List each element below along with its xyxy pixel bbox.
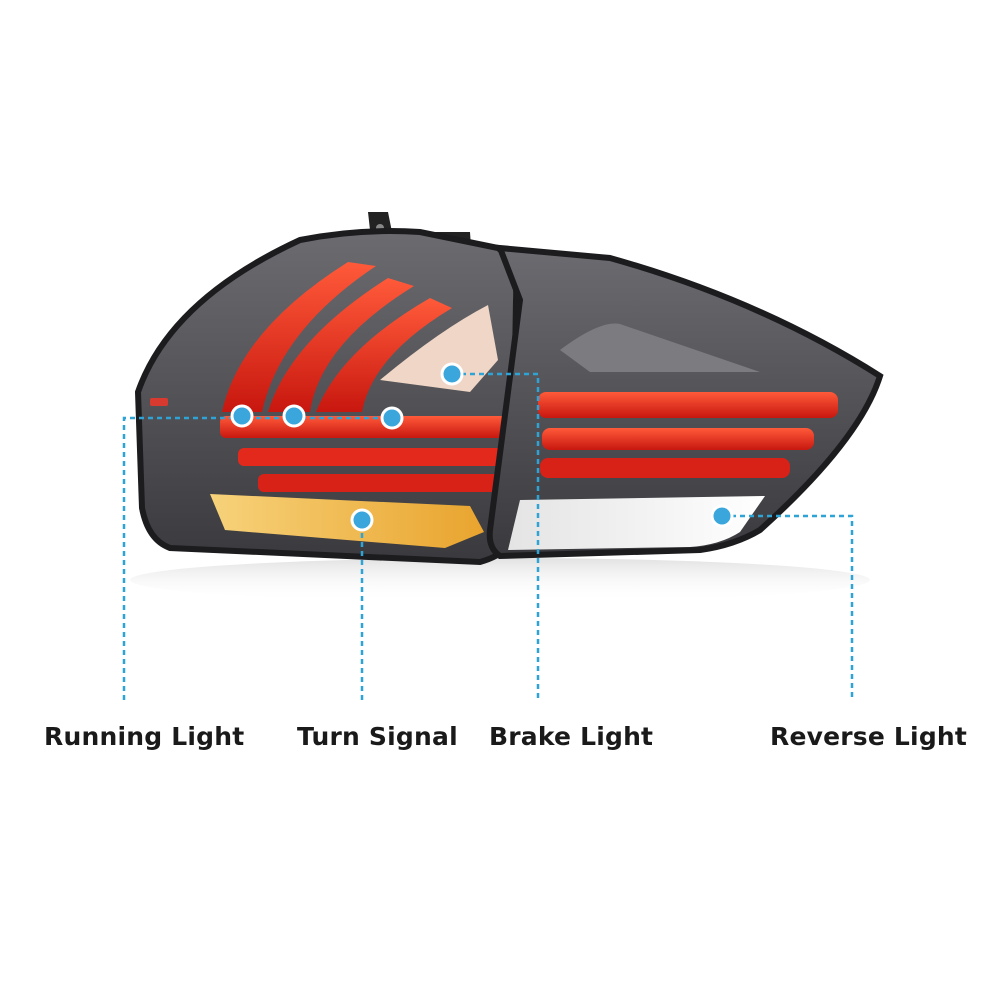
reverse-light-dot xyxy=(710,504,734,528)
turn-signal-dot xyxy=(350,508,374,532)
right-tail-light xyxy=(486,244,884,560)
running-light-dot xyxy=(230,404,254,428)
brake-light-label: Brake Light xyxy=(489,722,654,751)
left-tail-light xyxy=(134,228,520,566)
brake-light-dot xyxy=(440,362,464,386)
running-light-dot xyxy=(380,406,404,430)
callout-dots xyxy=(230,362,734,532)
floor-reflection xyxy=(130,558,870,602)
turn-signal-label: Turn Signal xyxy=(297,722,458,751)
running-light-label: Running Light xyxy=(44,722,245,751)
running-light-dot xyxy=(282,404,306,428)
reverse-light-label: Reverse Light xyxy=(770,722,968,751)
